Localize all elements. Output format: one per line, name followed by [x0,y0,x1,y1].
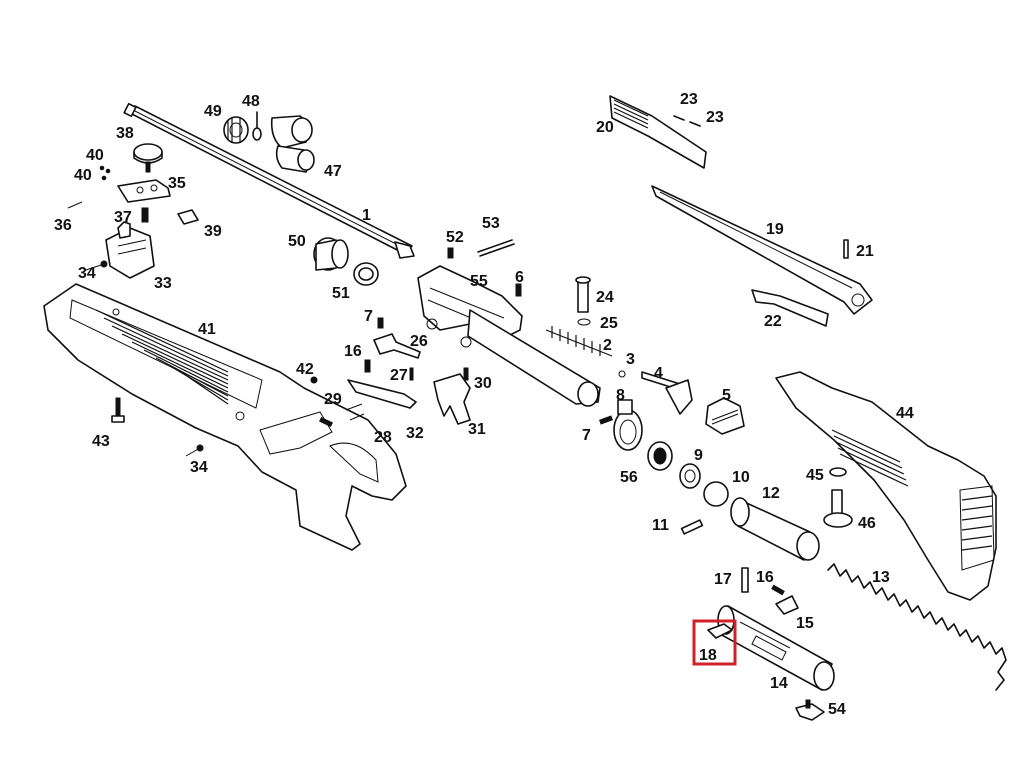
label-part-7a: 7 [364,308,373,325]
label-part-33: 33 [154,275,172,292]
cylinder-group [599,397,820,561]
piston-group [707,567,835,721]
front-sight-group [223,111,315,173]
label-part-21: 21 [856,243,874,260]
label-part-54: 54 [828,701,846,718]
label-part-6: 6 [515,269,524,286]
label-part-49: 49 [204,103,222,120]
label-part-10: 10 [732,469,750,486]
pivot-pin-group [575,276,591,326]
label-part-5: 5 [722,387,731,404]
label-part-16b: 16 [756,569,774,586]
rear-sight-group [67,143,199,279]
label-part-40b: 40 [74,167,92,184]
label-part-30: 30 [474,375,492,392]
label-part-9: 9 [694,447,703,464]
receiver-group [417,239,693,415]
label-part-15: 15 [796,615,814,632]
highlight-box [692,619,737,666]
label-part-8: 8 [616,387,625,404]
label-part-27: 27 [390,367,408,384]
label-part-24: 24 [596,289,614,306]
label-part-39: 39 [204,223,222,240]
part-labels: 1 2 3 4 5 6 7 7 8 9 10 11 12 13 14 15 16… [54,91,914,718]
forend-stock-part [775,371,997,601]
label-part-18: 18 [699,647,717,664]
label-part-47: 47 [324,163,342,180]
label-part-50: 50 [288,233,306,250]
label-part-1: 1 [362,207,371,224]
label-part-23a: 23 [680,91,698,108]
label-part-36: 36 [54,217,72,234]
label-part-34b: 34 [190,459,208,476]
barrel-part [123,102,415,259]
label-part-23b: 23 [706,109,724,126]
label-part-40a: 40 [86,147,104,164]
label-part-25: 25 [600,315,618,332]
label-part-51: 51 [332,285,350,302]
label-part-32: 32 [406,425,424,442]
label-part-44: 44 [896,405,914,422]
label-part-56: 56 [620,469,638,486]
label-part-37: 37 [114,209,132,226]
label-part-12: 12 [762,485,780,502]
label-part-13: 13 [872,569,890,586]
mainspring-part [827,563,1007,691]
label-part-41: 41 [198,321,216,338]
label-part-11: 11 [652,517,669,534]
label-part-26: 26 [410,333,428,350]
label-part-29: 29 [324,391,342,408]
label-part-7b: 7 [582,427,591,444]
top-cover-group [609,95,873,327]
label-part-19: 19 [766,221,784,238]
label-part-34a: 34 [78,265,96,282]
label-part-22: 22 [764,313,782,330]
label-part-17: 17 [714,571,732,588]
label-part-14: 14 [770,675,788,692]
muzzle-parts [313,237,379,286]
trigger-group [310,317,471,425]
label-part-20: 20 [596,119,614,136]
label-part-45: 45 [806,467,824,484]
label-part-43: 43 [92,433,110,450]
label-part-28: 28 [374,429,392,446]
label-part-2: 2 [603,337,612,354]
label-part-3: 3 [626,351,635,368]
label-part-38: 38 [116,125,134,142]
label-part-35: 35 [168,175,186,192]
label-part-42: 42 [296,361,314,378]
label-part-48: 48 [242,93,260,110]
label-part-55: 55 [470,273,488,290]
label-part-31: 31 [468,421,486,438]
rear-stock-part [43,283,407,551]
label-part-46: 46 [858,515,876,532]
label-part-16a: 16 [344,343,362,360]
label-part-52: 52 [446,229,464,246]
label-part-53: 53 [482,215,500,232]
label-part-4: 4 [654,365,663,382]
